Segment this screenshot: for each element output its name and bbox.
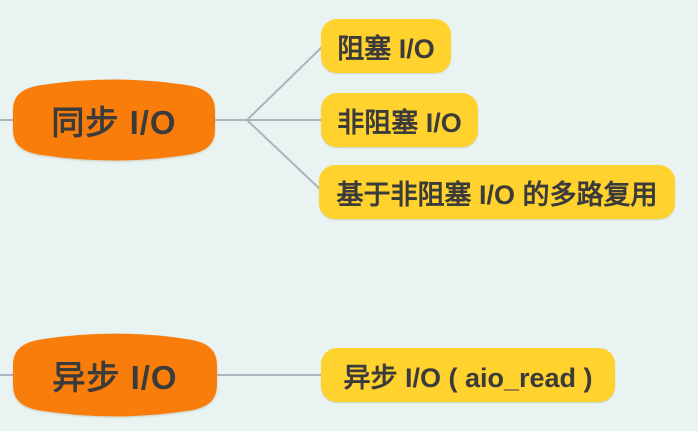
subtopic-nonblocking-io[interactable]: 非阻塞 I/O [321, 93, 478, 147]
topic-async-io[interactable]: 异步 I/O [10, 330, 220, 420]
topic-sync-io[interactable]: 同步 I/O [10, 76, 218, 164]
connector-sync-io-to-blocking-io [246, 45, 324, 121]
topic-async-io-label: 异步 I/O [52, 359, 178, 396]
connector-sync-io-to-multiplexing [246, 119, 324, 193]
subtopic-aio-read[interactable]: 异步 I/O ( aio_read ) [321, 348, 615, 402]
subtopic-blocking-io-label: 阻塞 I/O [337, 33, 435, 64]
topic-async-io-shape [13, 333, 217, 417]
subtopic-nonblocking-io-label: 非阻塞 I/O [337, 107, 462, 138]
topic-sync-io-shape [13, 79, 215, 161]
subtopic-io-multiplexing-label: 基于非阻塞 I/O 的多路复用 [336, 179, 658, 210]
subtopic-aio-read-label: 异步 I/O ( aio_read ) [343, 362, 593, 393]
subtopic-blocking-io[interactable]: 阻塞 I/O [321, 19, 451, 73]
subtopic-io-multiplexing[interactable]: 基于非阻塞 I/O 的多路复用 [319, 165, 675, 219]
topic-sync-io-label: 同步 I/O [51, 104, 177, 141]
